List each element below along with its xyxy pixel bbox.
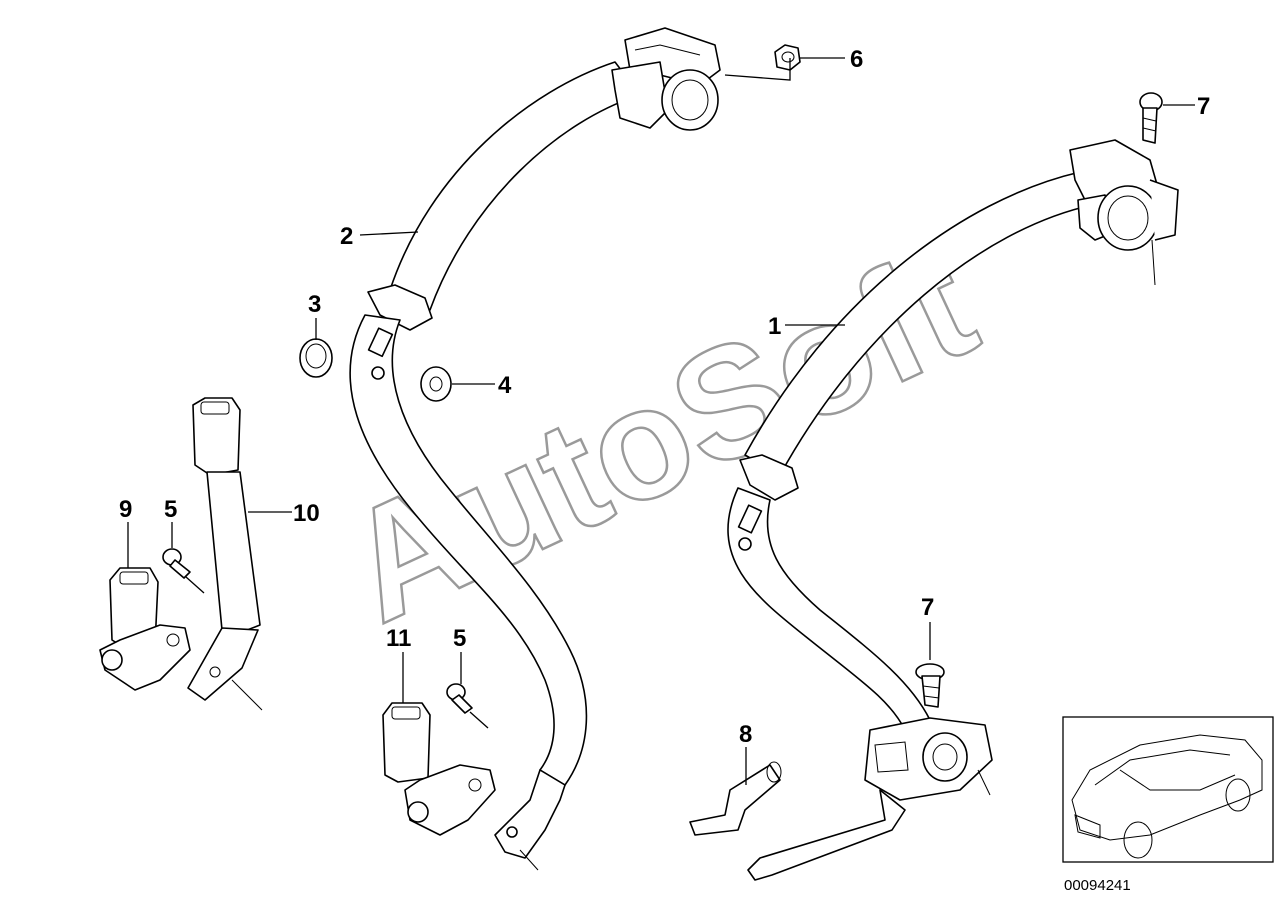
callout-9: 9 xyxy=(119,496,132,523)
part-2-seat-belt-left xyxy=(349,27,721,871)
part-11-buckle xyxy=(382,702,496,836)
part-5-bolt-middle xyxy=(446,683,473,714)
callout-7-lower: 7 xyxy=(921,594,934,621)
callout-11: 11 xyxy=(386,625,411,652)
part-4-grommet xyxy=(420,366,452,402)
part-9-buckle xyxy=(99,567,191,691)
callout-6: 6 xyxy=(850,46,863,73)
callout-2: 2 xyxy=(340,223,353,250)
part-3-cap xyxy=(299,338,333,378)
reference-number: 00094241 xyxy=(1064,877,1131,894)
callout-7-upper: 7 xyxy=(1197,93,1210,120)
part-6-nut xyxy=(774,44,801,71)
part-8-cover xyxy=(689,761,782,836)
part-1-seat-belt-right xyxy=(727,117,1179,881)
callout-4: 4 xyxy=(498,372,512,399)
part-7-screw-lower xyxy=(915,663,945,708)
callout-5-middle: 5 xyxy=(453,625,466,652)
part-10-buckle-strap xyxy=(187,397,263,711)
leader-lines xyxy=(127,57,1195,785)
callout-3: 3 xyxy=(308,291,321,318)
part-7-screw-upper xyxy=(1139,92,1163,144)
part-5-bolt-left xyxy=(162,548,191,579)
callout-5-left: 5 xyxy=(164,496,177,523)
callout-8: 8 xyxy=(739,721,752,748)
callout-10: 10 xyxy=(293,500,320,527)
car-thumbnail xyxy=(1062,716,1274,863)
callout-1: 1 xyxy=(768,313,781,340)
